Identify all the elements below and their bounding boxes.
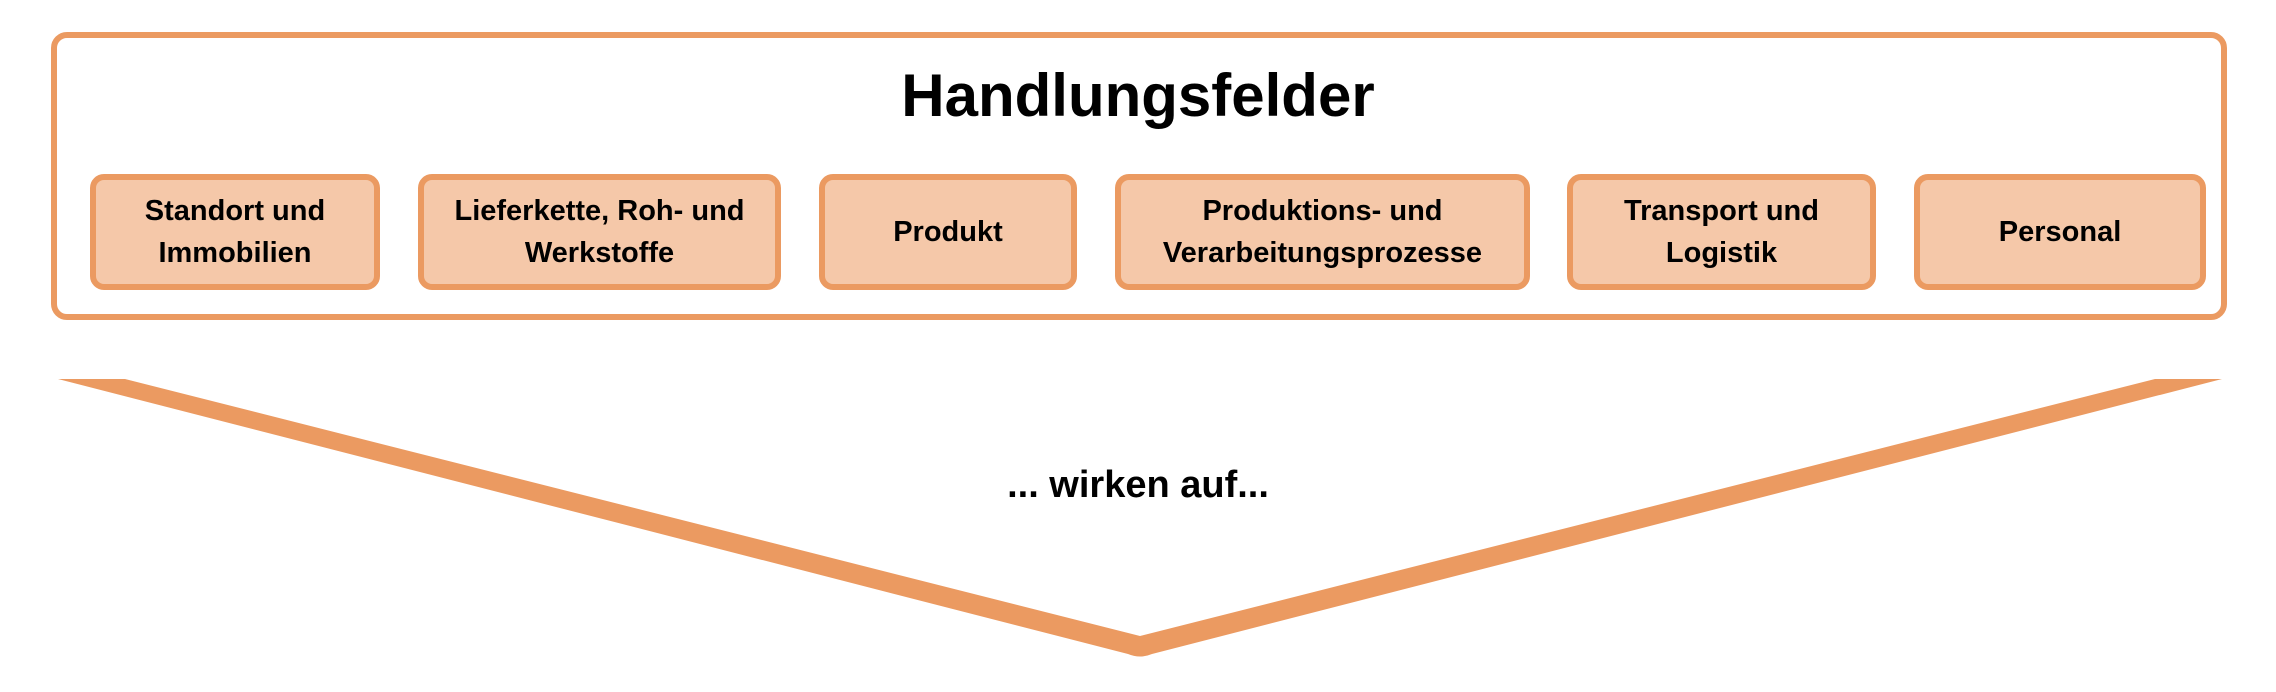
- field-box-lieferkette: Lieferkette, Roh- und Werkstoffe: [418, 174, 781, 290]
- field-label: Lieferkette, Roh- und Werkstoffe: [454, 195, 745, 269]
- effect-label: ... wirken auf...: [1007, 464, 1269, 506]
- field-label: Produktions- und Verarbeitungsprozesse: [1162, 195, 1483, 269]
- field-box-produkt: Produkt: [819, 174, 1077, 290]
- field-label: Produkt: [893, 216, 1003, 248]
- field-box-produktionsprozesse: Produktions- und Verarbeitungsprozesse: [1115, 174, 1530, 290]
- field-label: Standort und Immobilien: [144, 195, 326, 269]
- field-box-transport: Transport und Logistik: [1567, 174, 1876, 290]
- field-label: Personal: [1998, 216, 2122, 248]
- diagram-title: Handlungsfelder: [901, 62, 1375, 129]
- field-box-personal: Personal: [1914, 174, 2206, 290]
- field-label: Transport und Logistik: [1624, 195, 1819, 269]
- field-box-standort: Standort und Immobilien: [90, 174, 380, 290]
- chevron-band: [58, 379, 2222, 657]
